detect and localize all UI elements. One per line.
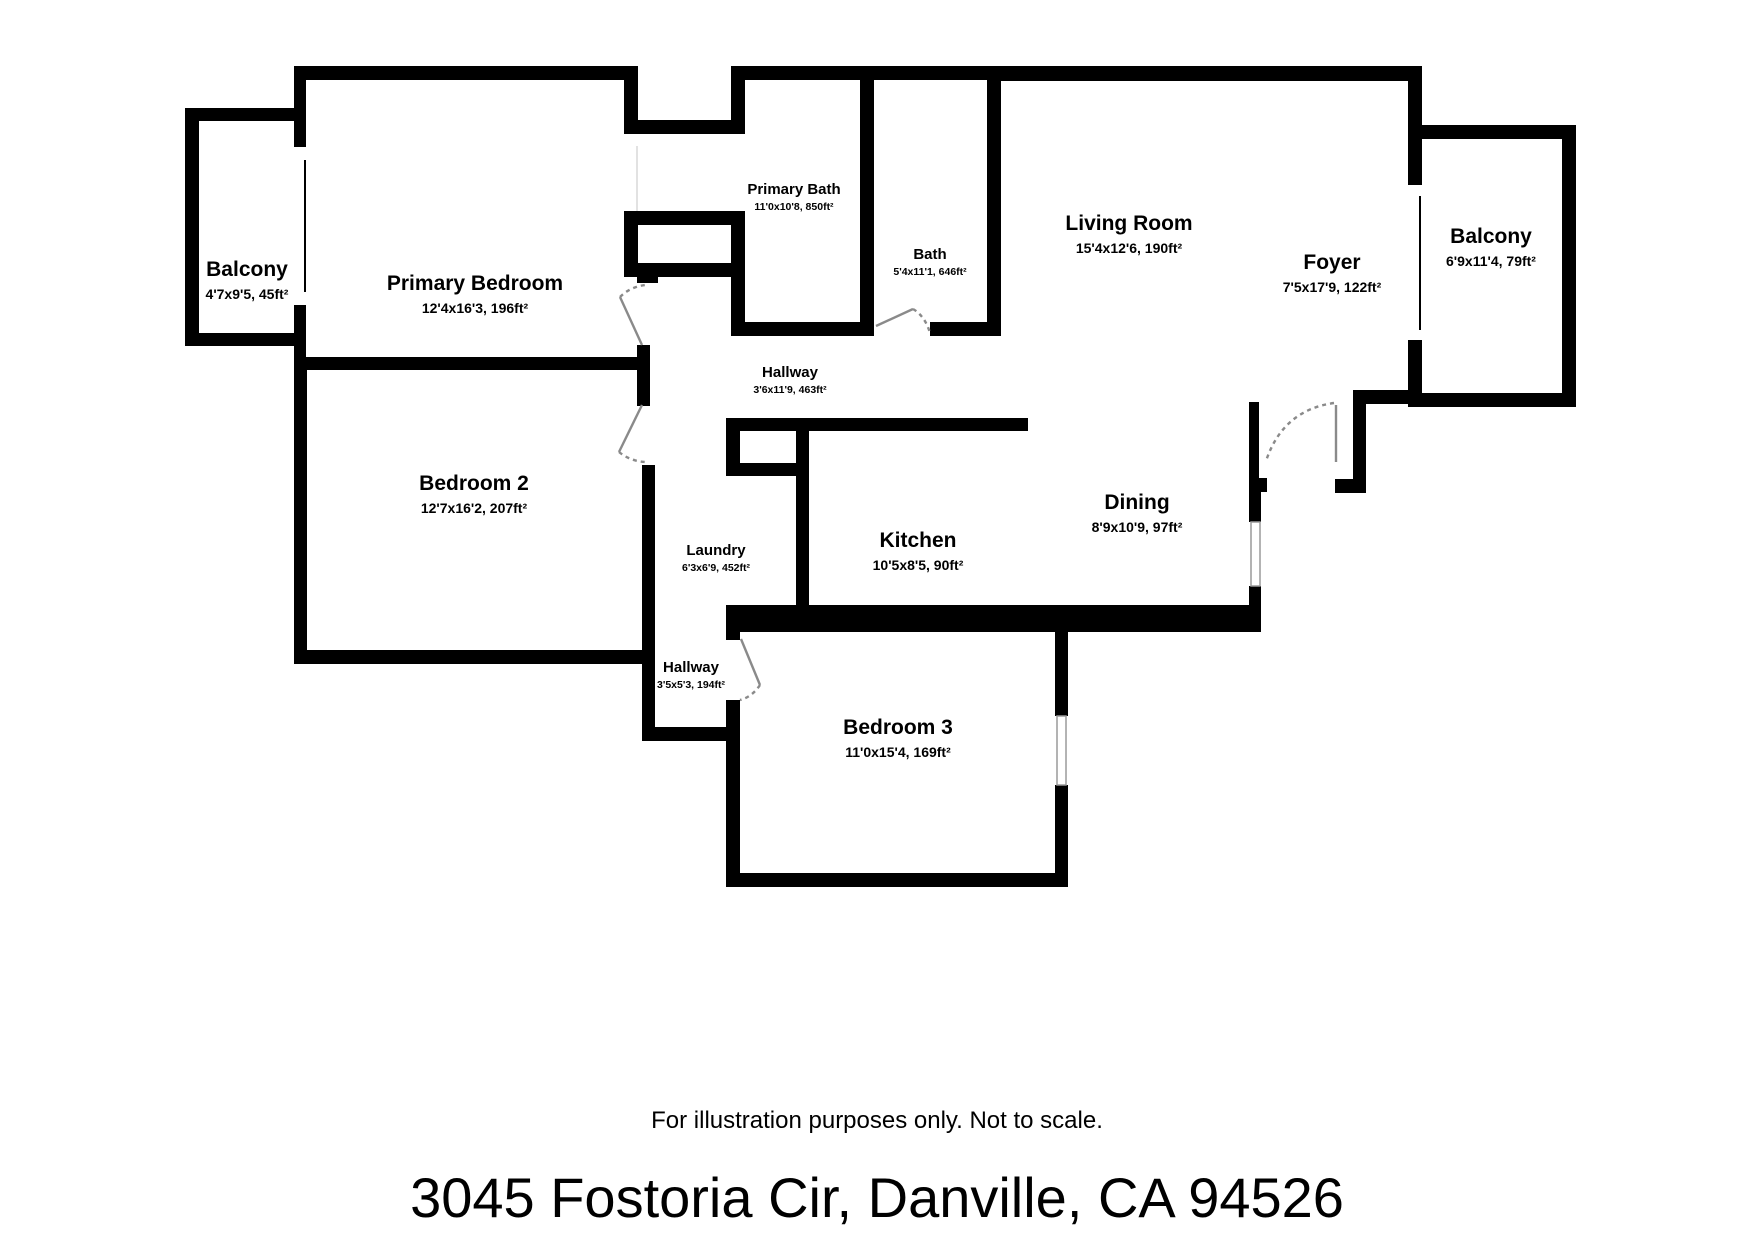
room-label-primary-bath: Primary Bath 11'0x10'8, 850ft² xyxy=(747,181,840,213)
room-dimensions: 12'7x16'2, 207ft² xyxy=(420,500,528,516)
room-name: Balcony xyxy=(206,258,288,281)
room-name: Living Room xyxy=(1065,212,1193,235)
windows-and-sliders xyxy=(304,146,1421,786)
room-dimensions: 10'5x8'5, 90ft² xyxy=(872,557,964,573)
room-label-bath: Bath 5'4x11'1, 646ft² xyxy=(893,246,966,278)
room-label-laundry: Laundry 6'3x6'9, 452ft² xyxy=(682,542,750,574)
room-label-balcony-right: Balcony 6'9x11'4, 79ft² xyxy=(1446,225,1536,269)
room-name: Primary Bath xyxy=(747,181,841,198)
room-dimensions: 12'4x16'3, 196ft² xyxy=(421,300,529,316)
room-label-dining: Dining 8'9x10'9, 97ft² xyxy=(1092,491,1183,535)
room-label-balcony-left: Balcony 4'7x9'5, 45ft² xyxy=(206,258,289,302)
room-label-hallway-lower: Hallway 3'5x5'3, 194ft² xyxy=(657,659,725,691)
room-name: Primary Bedroom xyxy=(386,272,564,295)
room-name: Balcony xyxy=(1450,225,1532,248)
room-dimensions: 11'0x15'4, 169ft² xyxy=(845,744,951,760)
room-dimensions: 7'5x17'9, 122ft² xyxy=(1282,279,1382,295)
room-name: Hallway xyxy=(762,364,818,381)
property-address: 3045 Fostoria Cir, Danville, CA 94526 xyxy=(410,1166,1344,1229)
room-dimensions: 6'9x11'4, 79ft² xyxy=(1446,253,1536,269)
disclaimer-text: For illustration purposes only. Not to s… xyxy=(651,1107,1103,1134)
walls xyxy=(185,66,1576,887)
room-dimensions: 3'5x5'3, 194ft² xyxy=(656,679,726,691)
room-name: Laundry xyxy=(686,542,746,559)
room-label-kitchen: Kitchen 10'5x8'5, 90ft² xyxy=(873,529,964,573)
room-name: Bedroom 3 xyxy=(843,716,953,739)
room-dimensions: 4'7x9'5, 45ft² xyxy=(205,286,289,302)
room-label-bedroom-3: Bedroom 3 11'0x15'4, 169ft² xyxy=(843,716,953,760)
room-dimensions: 6'3x6'9, 452ft² xyxy=(681,562,751,574)
room-name: Dining xyxy=(1104,491,1170,514)
room-dimensions: 5'4x11'1, 646ft² xyxy=(893,266,967,278)
room-dimensions: 11'0x10'8, 850ft² xyxy=(754,201,834,213)
room-name: Bedroom 2 xyxy=(419,472,529,495)
room-label-foyer: Foyer 7'5x17'9, 122ft² xyxy=(1283,251,1382,295)
room-dimensions: 8'9x10'9, 97ft² xyxy=(1091,519,1183,535)
room-label-primary-bedroom: Primary Bedroom 12'4x16'3, 196ft² xyxy=(387,272,563,316)
room-name: Bath xyxy=(913,246,947,263)
room-name: Hallway xyxy=(663,659,719,676)
doors xyxy=(617,283,1338,702)
room-name: Foyer xyxy=(1303,251,1361,274)
room-label-hallway-upper: Hallway 3'6x11'9, 463ft² xyxy=(753,364,826,396)
room-label-bedroom-2: Bedroom 2 12'7x16'2, 207ft² xyxy=(419,472,529,516)
room-label-living-room: Living Room 15'4x12'6, 190ft² xyxy=(1065,212,1192,256)
room-dimensions: 3'6x11'9, 463ft² xyxy=(753,384,827,396)
room-dimensions: 15'4x12'6, 190ft² xyxy=(1075,240,1183,256)
room-name: Kitchen xyxy=(879,529,957,552)
